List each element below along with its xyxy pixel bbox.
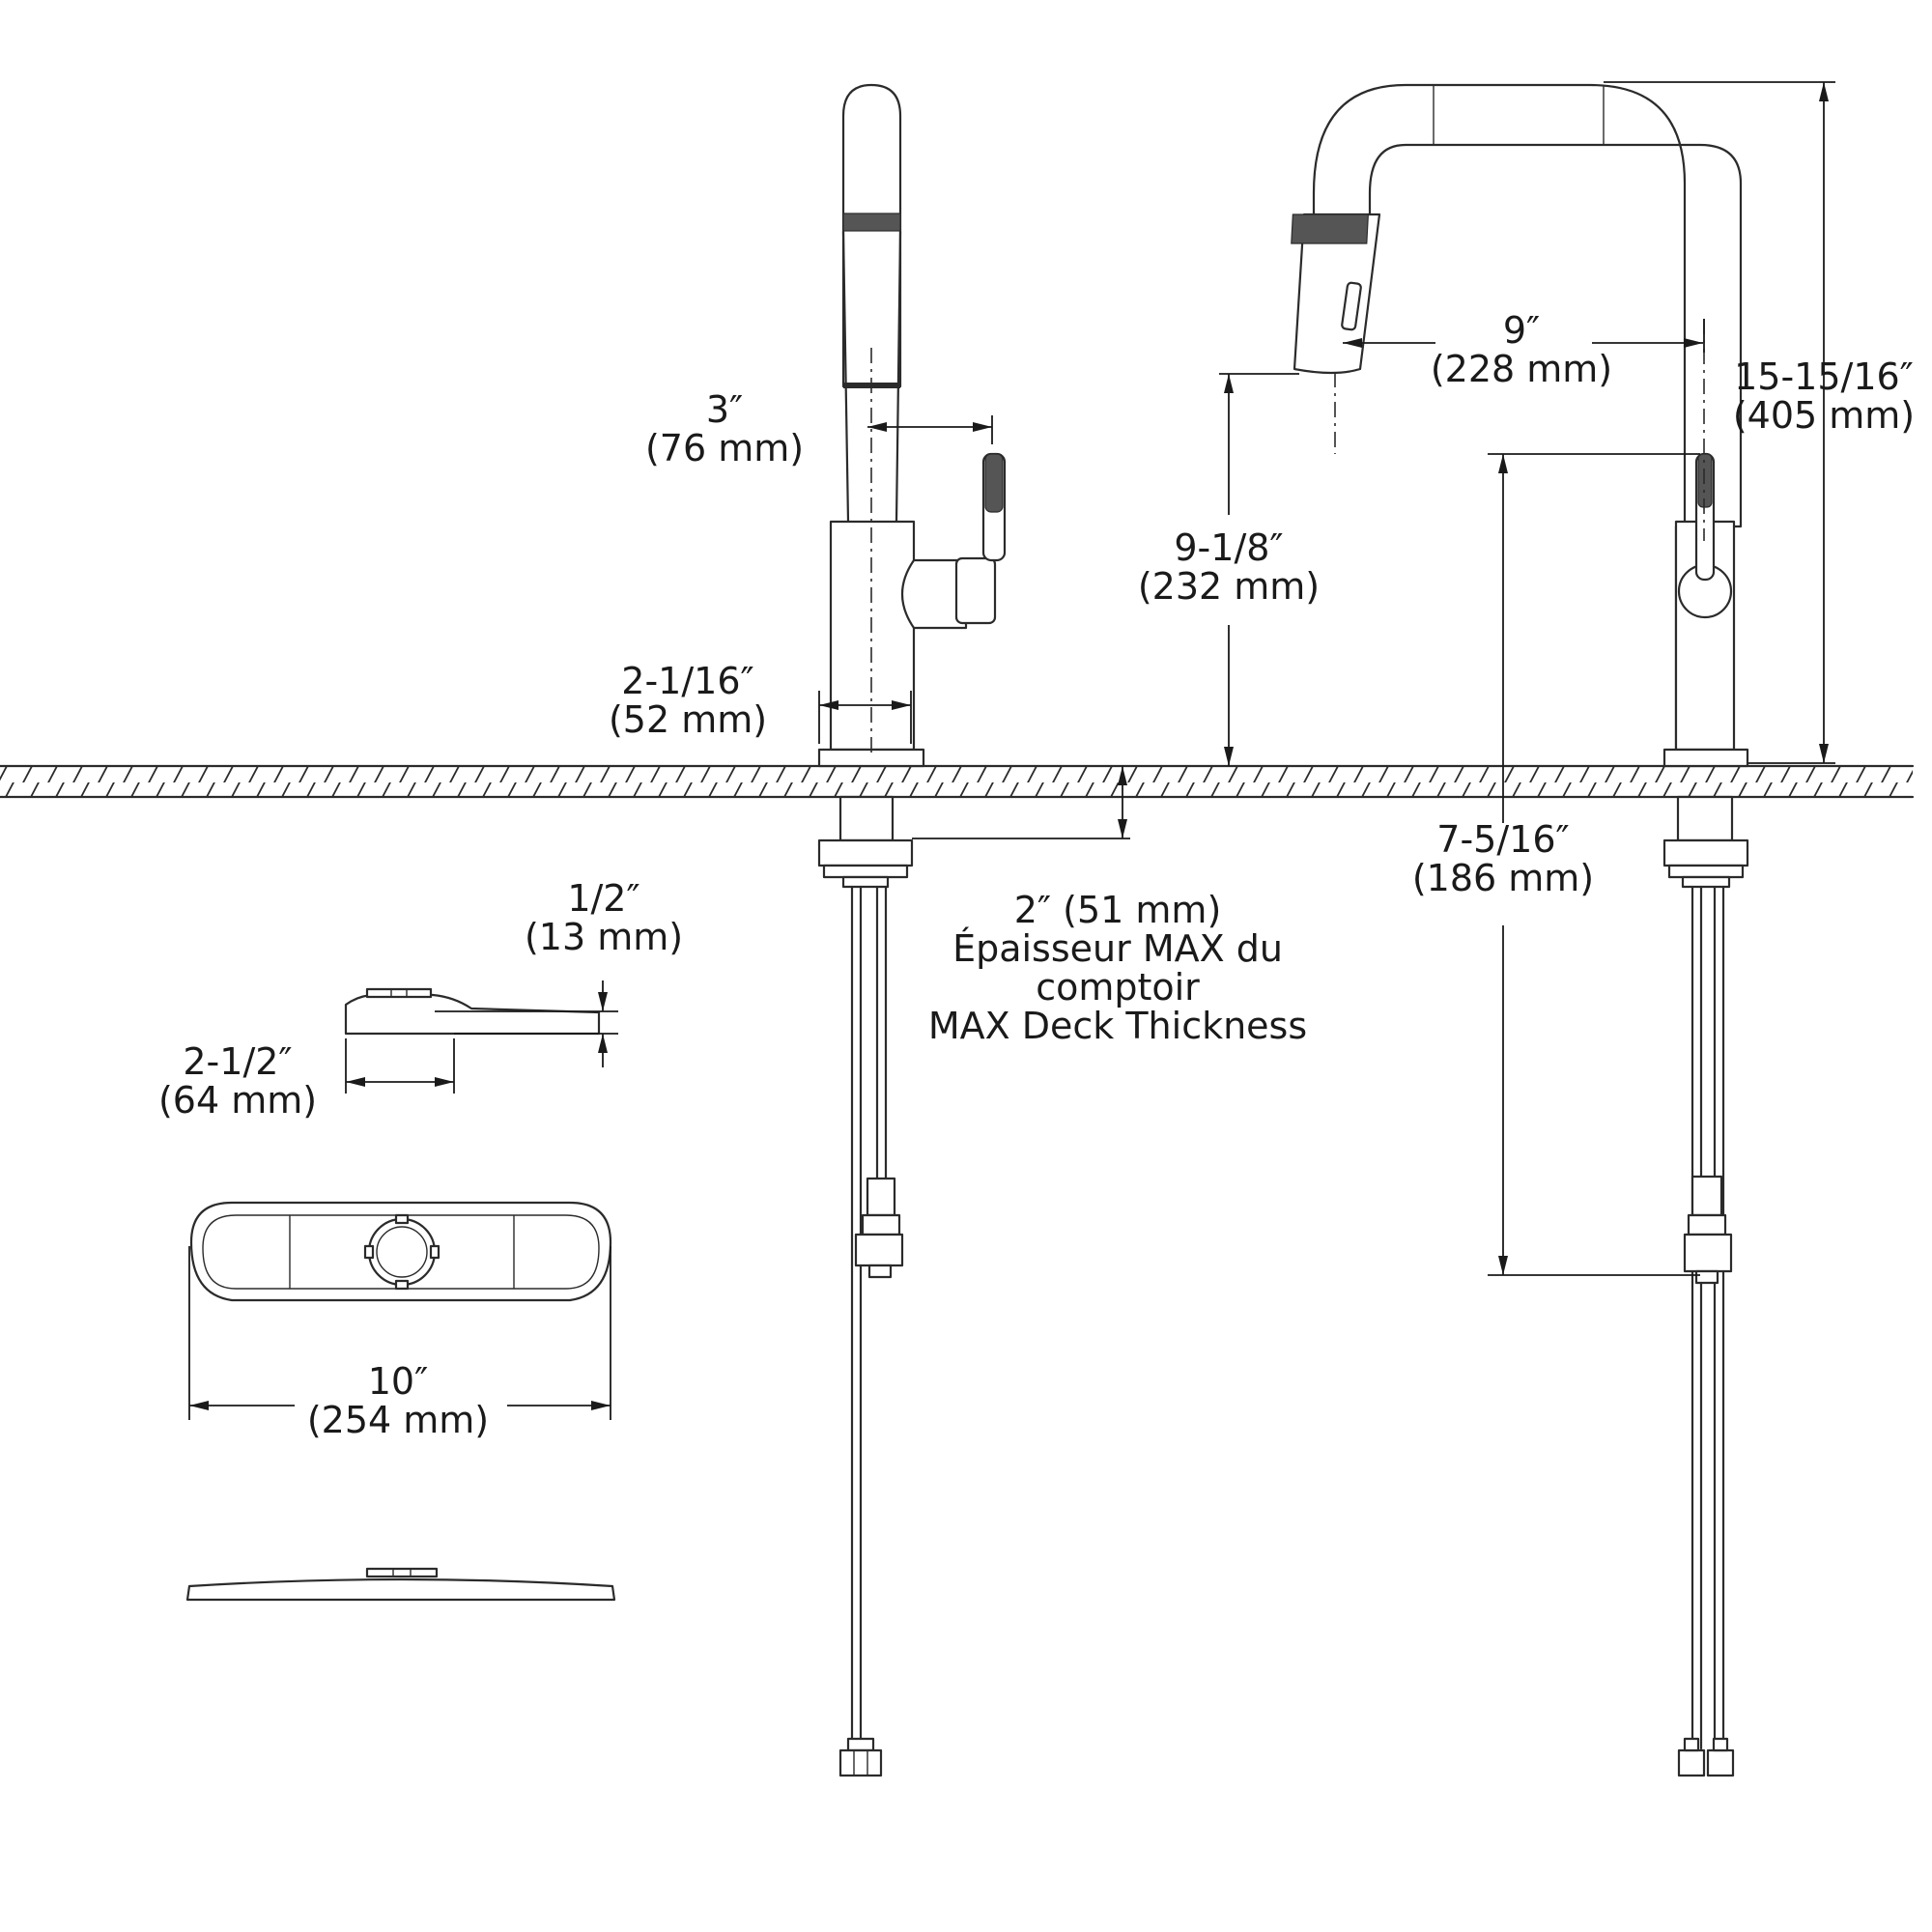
deck-plate-top-view bbox=[189, 1201, 612, 1302]
countertop bbox=[0, 764, 1915, 799]
handle-height-metric: (186 mm) bbox=[1412, 857, 1594, 899]
deck-thickness-label-fr-2: comptoir bbox=[1036, 966, 1200, 1009]
plate-depth-imperial: 2-1/2″ bbox=[183, 1040, 292, 1083]
handle-height-imperial: 7-5/16″ bbox=[1436, 818, 1569, 861]
spout-reach-imperial: 9″ bbox=[1503, 309, 1540, 352]
dimension-lines bbox=[188, 81, 1835, 1420]
deck-thickness-value: 2″ (51 mm) bbox=[1014, 889, 1222, 931]
dimension-labels: 3″ (76 mm) 2-1/16″ (52 mm) 9-1/8″ (232 m… bbox=[158, 309, 1915, 1441]
deck-plate-front-view bbox=[185, 1567, 616, 1602]
spout-reach-side-metric: (76 mm) bbox=[645, 427, 804, 469]
spout-height-imperial: 9-1/8″ bbox=[1174, 526, 1283, 569]
deck-plate-section bbox=[344, 987, 601, 1036]
plate-width-imperial: 10″ bbox=[368, 1360, 429, 1403]
faucet-front-view bbox=[1291, 83, 1749, 1777]
plate-height-metric: (13 mm) bbox=[525, 916, 683, 958]
spout-reach-metric: (228 mm) bbox=[1431, 348, 1612, 390]
plate-height-imperial: 1/2″ bbox=[567, 877, 639, 920]
faucet-side-view bbox=[817, 83, 1007, 1777]
plate-depth-metric: (64 mm) bbox=[158, 1079, 317, 1122]
plate-width-metric: (254 mm) bbox=[307, 1399, 489, 1441]
base-diameter-imperial: 2-1/16″ bbox=[621, 660, 753, 702]
deck-thickness-label-fr-1: Épaisseur MAX du bbox=[952, 927, 1283, 970]
spout-reach-side-imperial: 3″ bbox=[706, 388, 743, 431]
deck-thickness-label-en: MAX Deck Thickness bbox=[928, 1005, 1307, 1047]
base-diameter-metric: (52 mm) bbox=[609, 698, 767, 741]
overall-height-imperial: 15-15/16″ bbox=[1734, 355, 1914, 398]
spout-height-metric: (232 mm) bbox=[1138, 565, 1320, 608]
overall-height-metric: (405 mm) bbox=[1733, 394, 1915, 437]
